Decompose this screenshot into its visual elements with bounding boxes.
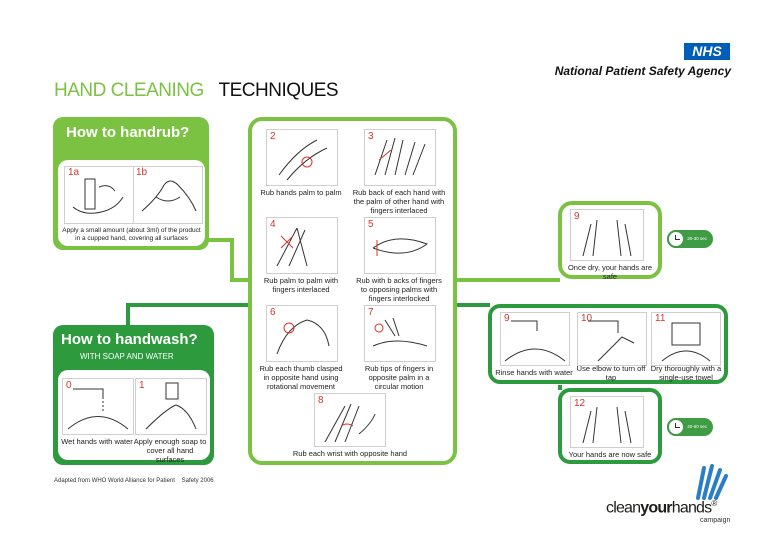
title-part-1: HAND CLEANING [54,80,204,101]
clock-icon [667,230,685,248]
step-4-number: 4 [270,219,276,230]
cleanyourhands-logo: cleanyourhands® [606,499,717,517]
step-11-illustration [651,312,721,366]
step-10-illustration [577,312,647,366]
wash-time-text: 40-60 sec [687,424,707,429]
logo-clean: clean [606,499,641,517]
step-5-number: 5 [368,219,374,230]
wash-connector-top [126,303,250,325]
step-12-caption: Your hands are now safe [568,450,652,459]
step-11-caption: Dry thoroughly with a single-use towel [650,364,722,382]
step-0-caption: Wet hands with water [61,437,133,446]
step-3-number: 3 [368,131,374,142]
step-1a-illustration [64,166,134,224]
step-1-number: 1 [139,380,145,391]
step-7-number: 7 [368,307,374,318]
step-8-illustration [314,393,386,447]
step-0-number: 0 [66,380,72,391]
step-6-caption: Rub each thumb clasped in opposite hand … [259,364,343,391]
logo-registered: ® [711,499,717,508]
handrub-heading: How to handrub? [66,124,190,141]
step-1b-illustration [133,166,203,224]
wash-time-badge: 40-60 sec [667,418,713,436]
logo-campaign: campaign [700,517,731,524]
step-5-illustration [364,217,436,274]
step-11-number: 11 [655,313,666,324]
logo-your: your [640,499,672,517]
rub-finish-caption: Once dry, your hands are safe [567,263,653,281]
nhs-logo: NHS [684,43,730,60]
handwash-subheading: WITH SOAP AND WATER [80,352,174,361]
step-8-number: 8 [318,395,324,406]
step-2-number: 2 [270,131,276,142]
clock-icon [667,418,685,436]
rub-connector [208,238,260,282]
step-3-illustration [364,129,436,186]
page-title: HAND CLEANING TECHNIQUES [54,80,339,102]
step-9-rinse-caption: Rinse hands with water [495,368,573,377]
step-4-caption: Rub palm to palm with fingers interlaced [263,276,339,294]
step-2-caption: Rub hands palm to palm [260,188,342,197]
step-8-caption: Rub each wrist with opposite hand [292,449,408,458]
step-6-number: 6 [270,307,276,318]
step-9-rinse-number: 9 [504,313,510,324]
hand-logo-icon [696,464,728,500]
rub-finish-illustration [570,209,644,261]
step-10-caption: Use elbow to turn off tap [576,364,646,382]
step-12-number: 12 [574,398,586,409]
credit-text: Adapted from WHO World Alliance for Pati… [54,478,214,484]
logo-hands: hands [671,499,712,517]
handwash-heading: How to handwash? [61,331,198,348]
step-1-caption: Apply enough soap to cover all hand surf… [133,437,207,464]
handrub-caption: Apply a small amount (about 3ml) of the … [62,227,201,242]
step-0-illustration [62,378,134,435]
step-7-illustration [364,305,436,362]
step-3-caption: Rub back of each hand with the palm of o… [352,188,446,215]
step-7-caption: Rub tips of fingers in opposite palm in … [364,364,434,391]
rub-time-text: 20-30 sec [687,236,707,241]
step-5-caption: Rub with b acks of fingers to opposing p… [356,276,442,303]
rub-time-badge: 20-30 sec [667,230,713,248]
step-12-illustration [570,396,644,448]
agency-name: National Patient Safety Agency [554,64,731,78]
step-1b-number: 1b [136,167,148,178]
step-2-illustration [266,129,338,186]
step-4-illustration [266,217,338,274]
step-9-rinse-illustration [500,312,570,366]
rub-finish-number: 9 [574,211,580,222]
step-6-illustration [266,305,338,362]
title-part-2: TECHNIQUES [218,80,339,101]
step-1a-number: 1a [68,167,80,178]
step-1-illustration [135,378,207,435]
step-10-number: 10 [581,313,593,324]
